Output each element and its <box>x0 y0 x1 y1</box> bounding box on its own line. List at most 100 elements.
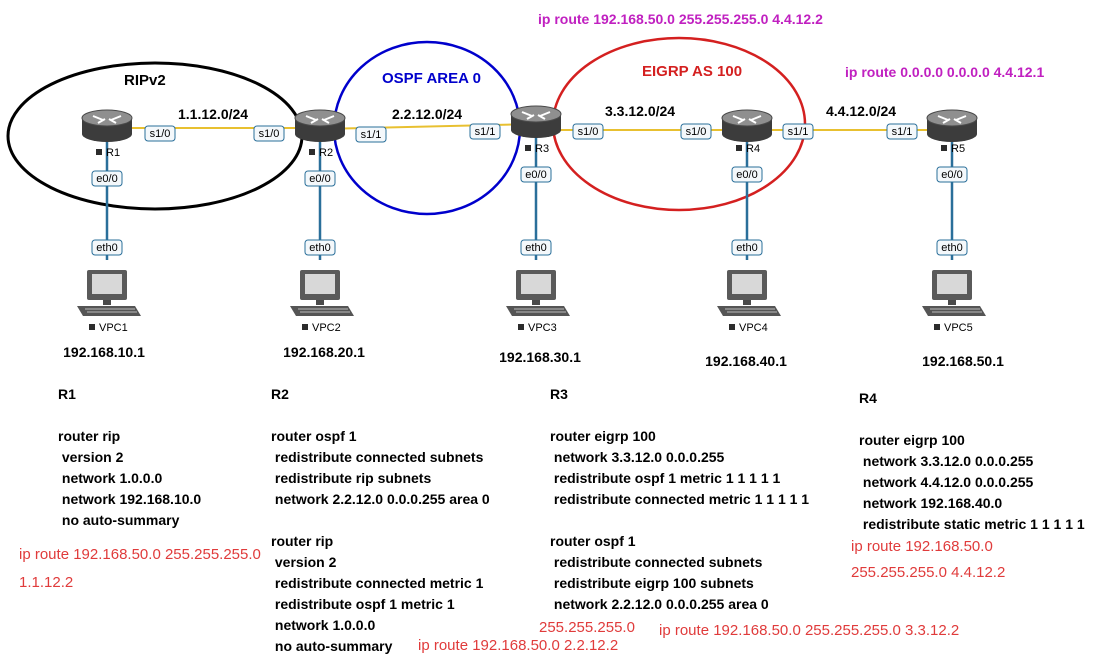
r3-config-line: router ospf 1 <box>550 533 636 549</box>
router-r4-icon[interactable] <box>721 109 773 143</box>
r2-config-line: redistribute ospf 1 metric 1 <box>271 596 455 612</box>
r4-config-line: redistribute static metric 1 1 1 1 1 <box>859 516 1085 532</box>
r3-config-line: redistribute connected metric 1 1 1 1 1 <box>550 491 810 507</box>
vpc4-ethernet-interface: eth0 <box>736 242 757 254</box>
r3-config-line: redistribute connected subnets <box>550 554 763 570</box>
r3-serial-interface-a: s1/1 <box>475 126 496 138</box>
r1-serial-interface: s1/0 <box>150 128 171 140</box>
vpc3-ip: 192.168.30.1 <box>499 349 581 365</box>
subnet-r2-r3: 2.2.12.0/24 <box>392 106 462 122</box>
pc-vpc2-icon[interactable] <box>289 269 355 317</box>
vpc3-label: VPC3 <box>528 322 557 334</box>
vpc5-ip: 192.168.50.1 <box>922 353 1004 369</box>
r2-ethernet-interface: e0/0 <box>309 173 330 185</box>
r4-serial-interface-b: s1/1 <box>788 126 809 138</box>
pc-vpc3-icon[interactable] <box>505 269 571 317</box>
ospf-area-label: OSPF AREA 0 <box>382 70 481 87</box>
r3-static-note: ip route 192.168.50.0 255.255.255.0 3.3.… <box>659 622 960 639</box>
router-r2-icon[interactable] <box>294 109 346 143</box>
r1-config-line: no auto-summary <box>58 512 180 528</box>
r3-config-line: network 3.3.12.0 0.0.0.255 <box>550 449 725 465</box>
r2-config-line: version 2 <box>271 554 337 570</box>
r3-config-title: R3 <box>550 386 568 402</box>
vpc4-ip: 192.168.40.1 <box>705 353 787 369</box>
r2-config-line: network 1.0.0.0 <box>271 617 376 633</box>
r4-config-title: R4 <box>859 390 877 406</box>
r3-config-line: redistribute eigrp 100 subnets <box>550 575 754 591</box>
vpc2-ip: 192.168.20.1 <box>283 344 365 360</box>
r4-config-line: network 3.3.12.0 0.0.0.255 <box>859 453 1034 469</box>
r2-config-line: router rip <box>271 533 334 549</box>
r3-config-line: network 2.2.12.0 0.0.0.255 area 0 <box>550 596 769 612</box>
r1-ethernet-interface: e0/0 <box>96 173 117 185</box>
vpc5-label: VPC5 <box>944 322 973 334</box>
r3-config-line: router eigrp 100 <box>550 428 656 444</box>
r2-config-line: router ospf 1 <box>271 428 357 444</box>
vpc3-ethernet-interface: eth0 <box>525 242 546 254</box>
r4-config-line: router eigrp 100 <box>859 432 965 448</box>
vpc1-ip: 192.168.10.1 <box>63 344 145 360</box>
r4-ethernet-interface: e0/0 <box>736 169 757 181</box>
r1-static-note-line1: ip route 192.168.50.0 255.255.255.0 <box>19 546 261 563</box>
r2-static-note: ip route 192.168.50.0 2.2.12.2 <box>418 637 619 654</box>
r4-config-line: network 4.4.12.0 0.0.0.255 <box>859 474 1034 490</box>
router-r3-icon[interactable] <box>510 105 562 139</box>
r4-serial-interface-a: s1/0 <box>686 126 707 138</box>
router-r3-label: R3 <box>535 143 549 155</box>
pc-vpc5-icon[interactable] <box>921 269 987 317</box>
vpc1-ethernet-interface: eth0 <box>96 242 117 254</box>
r1-config-line: router rip <box>58 428 121 444</box>
r2-serial-interface-a: s1/0 <box>259 128 280 140</box>
router-r1-icon[interactable] <box>81 109 133 143</box>
router-r4-label: R4 <box>746 143 760 155</box>
r1-config-line: version 2 <box>58 449 124 465</box>
pc-vpc4-icon[interactable] <box>716 269 782 317</box>
r2-config-line: redistribute connected metric 1 <box>271 575 484 591</box>
vpc4-label: VPC4 <box>739 322 768 334</box>
pc-vpc1-icon[interactable] <box>76 269 142 317</box>
router-r1-label: R1 <box>106 147 120 159</box>
r3-static-note-fragment: 255.255.255.0 <box>539 619 635 636</box>
r2-config-line <box>271 405 519 426</box>
subnet-r4-r5: 4.4.12.0/24 <box>826 103 896 119</box>
router-r5-icon[interactable] <box>926 109 978 143</box>
r4-static-note-line1: ip route 192.168.50.0 <box>851 538 993 555</box>
r2-config-line: redistribute connected subnets <box>271 449 484 465</box>
eigrp-area-label: EIGRP AS 100 <box>642 63 742 80</box>
r1-config-title: R1 <box>58 386 76 402</box>
vpc2-ethernet-interface: eth0 <box>309 242 330 254</box>
r2-config-line: no auto-summary <box>271 638 393 654</box>
r1-config-line <box>58 405 220 426</box>
rip-area-label: RIPv2 <box>124 72 166 89</box>
r5-ethernet-interface: e0/0 <box>941 169 962 181</box>
r4-config-line <box>859 409 1111 430</box>
r3-config-line <box>550 510 836 531</box>
r2-serial-interface-b: s1/1 <box>361 129 382 141</box>
r1-static-note-line2: 1.1.12.2 <box>19 574 74 591</box>
r4-static-note-line2: 255.255.255.0 4.4.12.2 <box>851 564 1006 581</box>
vpc5-ethernet-interface: eth0 <box>941 242 962 254</box>
vpc2-label: VPC2 <box>312 322 341 334</box>
link-r2-r3 <box>319 123 537 130</box>
r2-config: R2 router ospf 1 redistribute connected … <box>262 384 519 660</box>
r2-config-line: network 2.2.12.0 0.0.0.255 area 0 <box>271 491 490 507</box>
r4-config-line: network 192.168.40.0 <box>859 495 1003 511</box>
r3-config: R3 router eigrp 100 network 3.3.12.0 0.0… <box>542 384 836 620</box>
r5-static-route: ip route 192.168.50.0 255.255.255.0 4.4.… <box>538 11 823 27</box>
subnet-r1-r2: 1.1.12.0/24 <box>178 106 248 122</box>
vpc1-label: VPC1 <box>99 322 128 334</box>
r4-config: R4 router eigrp 100 network 3.3.12.0 0.0… <box>851 388 1111 538</box>
r2-config-line <box>271 510 519 531</box>
r3-ethernet-interface: e0/0 <box>525 169 546 181</box>
r1-config-line: network 192.168.10.0 <box>58 491 202 507</box>
router-r2-label: R2 <box>319 147 333 159</box>
r1-config: R1 router rip version 2 network 1.0.0.0 … <box>50 384 220 544</box>
router-r5-label: R5 <box>951 143 965 155</box>
r3-config-line <box>550 405 836 426</box>
r1-config-line: network 1.0.0.0 <box>58 470 163 486</box>
r5-serial-interface: s1/1 <box>892 126 913 138</box>
r5-default-route: ip route 0.0.0.0 0.0.0.0 4.4.12.1 <box>845 64 1044 80</box>
subnet-r3-r4: 3.3.12.0/24 <box>605 103 675 119</box>
r3-serial-interface-b: s1/0 <box>578 126 599 138</box>
